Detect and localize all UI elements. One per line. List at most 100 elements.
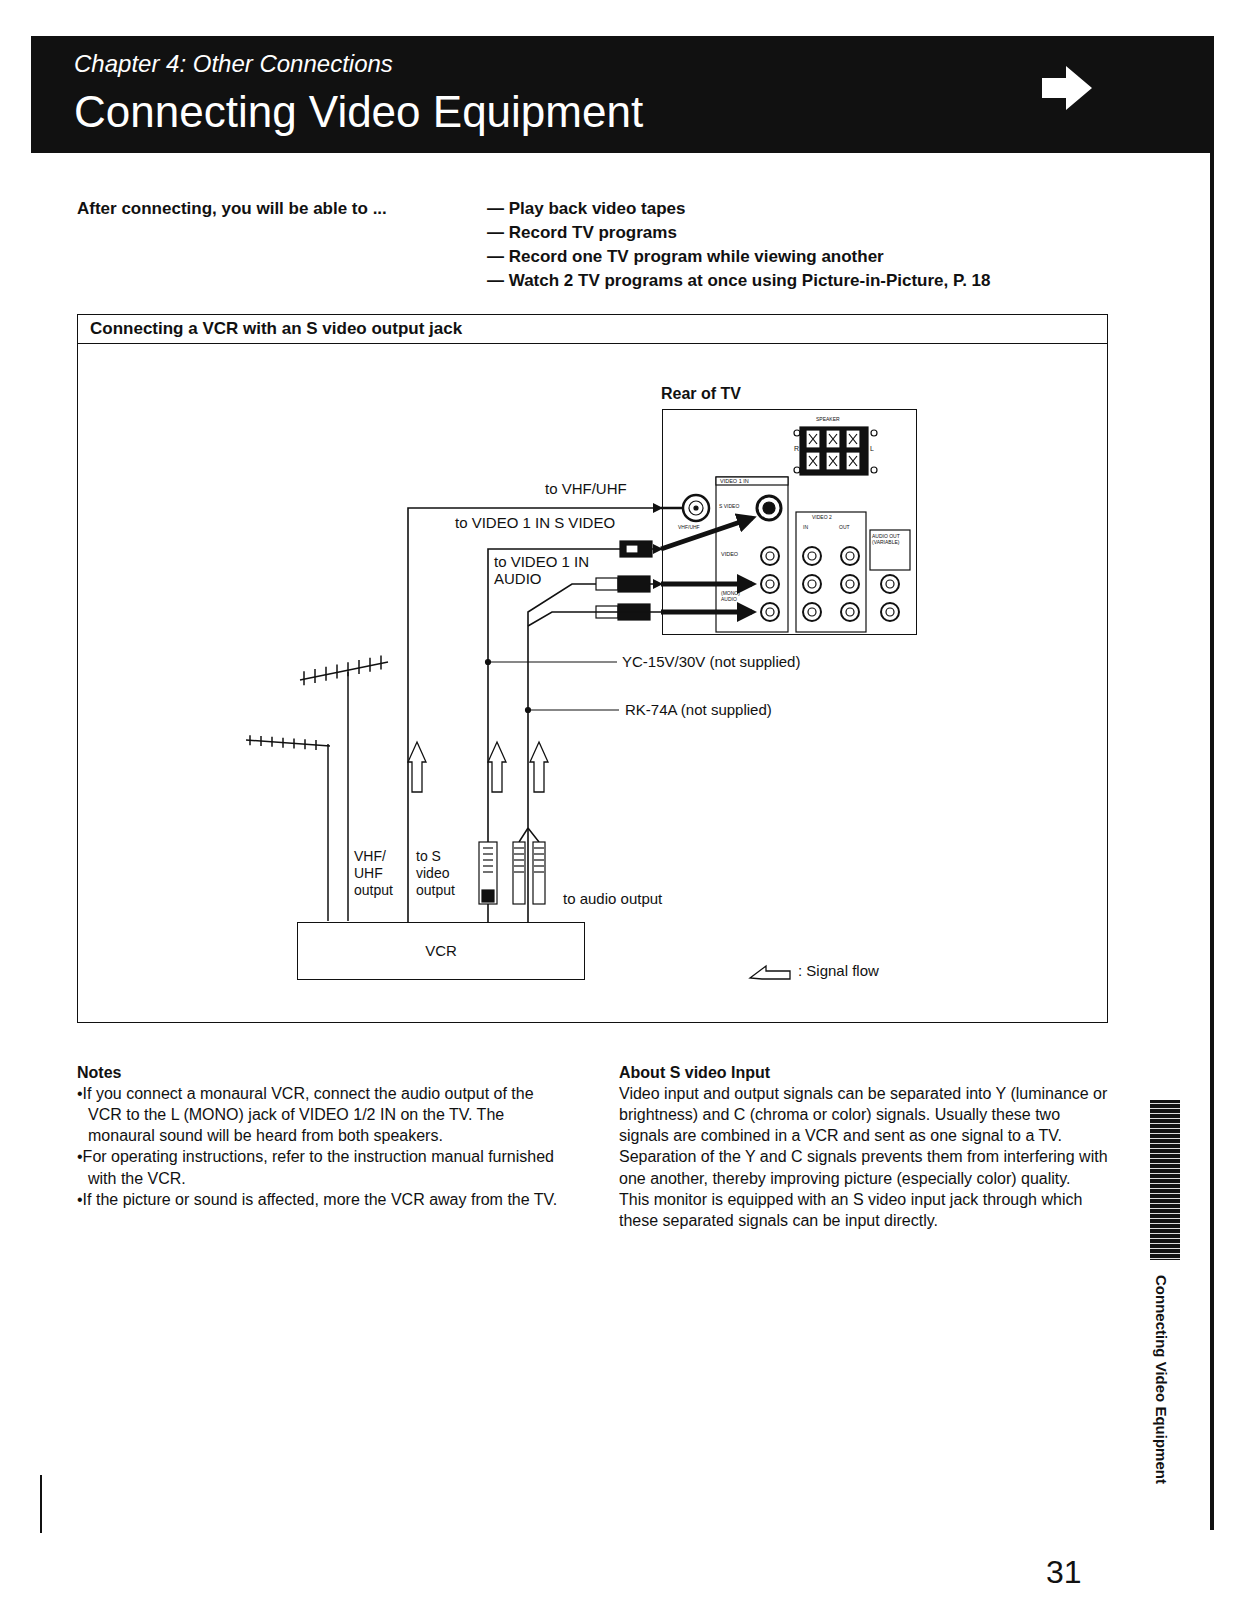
- cable-plugs: [534, 865, 544, 866]
- tv-panel-detail: [689, 501, 703, 515]
- tv-panel-detail: [849, 434, 857, 444]
- tv-rear-panel: Rear of TV: [662, 409, 917, 635]
- page-rule: [40, 1475, 42, 1533]
- cable-plugs: [514, 865, 524, 866]
- tv-panel-detail: [871, 430, 877, 436]
- jack-label: VHF/UHF: [678, 524, 714, 530]
- tv-panel-detail: [881, 603, 899, 621]
- cable-plugs: [533, 842, 545, 904]
- cable-plugs: [513, 842, 525, 904]
- tv-panel-detail: [806, 452, 820, 470]
- info-heading: About S video Input: [619, 1062, 1114, 1083]
- tv-panel-detail: [766, 580, 774, 588]
- jack-label: SPEAKER: [816, 416, 856, 422]
- signal-flow-arrow: [530, 742, 548, 792]
- antenna: [246, 655, 388, 921]
- antenna: [336, 664, 338, 678]
- tv-panel-detail: [803, 547, 821, 565]
- chapter-label: Chapter 4: Other Connections: [74, 50, 674, 79]
- tv-panel-detail: [716, 477, 788, 632]
- tv-panel-detail: [829, 434, 837, 444]
- antenna: [293, 738, 295, 748]
- header-band: [31, 36, 1214, 153]
- page-title: Connecting Video Equipment: [74, 86, 874, 139]
- jack-label: (MONO) AUDIO: [721, 590, 751, 602]
- antenna: [271, 737, 273, 747]
- antenna: [250, 655, 381, 750]
- tv-panel-detail: [694, 506, 698, 510]
- antenna: [325, 667, 327, 681]
- antenna: [304, 739, 306, 749]
- vcr-box: VCR: [297, 922, 585, 980]
- jack-label: IN: [803, 524, 817, 530]
- cable-plugs: [483, 871, 493, 872]
- cable-plugs: [483, 848, 544, 872]
- cable-plugs: [514, 847, 524, 848]
- tv-panel-detail: [661, 582, 752, 587]
- cable-plugs: [483, 859, 493, 860]
- info-text: Video input and output signals can be se…: [619, 1083, 1114, 1189]
- tv-panel-detail: [661, 518, 752, 549]
- tv-panel-detail: [841, 547, 859, 565]
- tv-panel-detail: [761, 603, 779, 621]
- tv-panel-detail: [841, 603, 859, 621]
- output-label: VHF/ UHF output: [354, 848, 406, 899]
- jack-label: S VIDEO: [719, 503, 753, 509]
- signal-flow-arrow: [408, 742, 548, 792]
- terminal-label: L: [870, 445, 878, 453]
- antenna: [380, 655, 382, 669]
- tv-panel-detail: [766, 608, 774, 616]
- cable-plugs: [483, 847, 493, 848]
- side-tab-marker: [1150, 1100, 1180, 1260]
- cable-plugs: [482, 890, 494, 902]
- tv-panel-detail: [881, 575, 899, 593]
- tv-panel-detail: [808, 580, 816, 588]
- signal-flow-arrow: [488, 742, 506, 792]
- info-column: About S video InputVideo input and outpu…: [619, 1062, 1114, 1231]
- jack-label: VIDEO 1 IN: [720, 478, 764, 485]
- legend-text: : Signal flow: [798, 962, 879, 980]
- cable-plugs: [534, 871, 544, 872]
- cable-plugs: [626, 545, 638, 553]
- tv-panel-detail: [800, 427, 868, 475]
- feature-item: — Play back video tapes: [487, 199, 1127, 219]
- tv-panel-detail: [766, 552, 774, 560]
- device-name: VCR: [298, 942, 584, 960]
- connection-label: to VHF/UHF: [545, 480, 665, 498]
- leader-line: [528, 709, 619, 710]
- cable-plugs: [514, 859, 524, 860]
- cable-connector: [528, 584, 662, 922]
- terminal-label: R: [794, 445, 802, 453]
- tv-panel-detail: [757, 496, 781, 520]
- tv-panel-detail: [683, 495, 709, 521]
- cable-plugs: [483, 853, 493, 854]
- notes-column: Notes•If you connect a monaural VCR, con…: [77, 1062, 569, 1210]
- section-frame: Connecting a VCR with an S video output …: [77, 314, 1108, 1023]
- tv-panel-detail: [846, 552, 854, 560]
- cable-plugs: [534, 847, 544, 848]
- section-heading: Connecting a VCR with an S video output …: [78, 315, 1107, 344]
- cable-connector: [488, 549, 662, 922]
- tv-panel-detail: [826, 452, 840, 470]
- tv-panel-detail: [761, 547, 779, 565]
- antenna: [282, 738, 284, 748]
- antenna: [347, 672, 349, 921]
- tv-panel-detail: [716, 477, 788, 485]
- antenna: [347, 662, 349, 676]
- connection-label: to VIDEO 1 IN AUDIO: [494, 553, 594, 587]
- connection-label: to VIDEO 1 IN S VIDEO: [455, 514, 655, 532]
- antenna: [249, 735, 251, 745]
- tv-panel-detail: [871, 467, 877, 473]
- output-label: to S video output: [416, 848, 470, 899]
- notes-heading: Notes: [77, 1062, 569, 1083]
- cable-plugs: [528, 612, 661, 626]
- antenna: [246, 740, 330, 746]
- tv-panel-detail: [870, 530, 910, 570]
- tv-panel-detail: [763, 502, 775, 514]
- feature-item: — Record one TV program while viewing an…: [487, 247, 1127, 267]
- tv-panel-detail: [661, 610, 752, 615]
- header-band: [1042, 66, 1092, 110]
- leader-line: [486, 660, 620, 713]
- tv-panel-detail: [841, 575, 859, 593]
- cable-name: RK-74A (not supplied): [625, 701, 845, 719]
